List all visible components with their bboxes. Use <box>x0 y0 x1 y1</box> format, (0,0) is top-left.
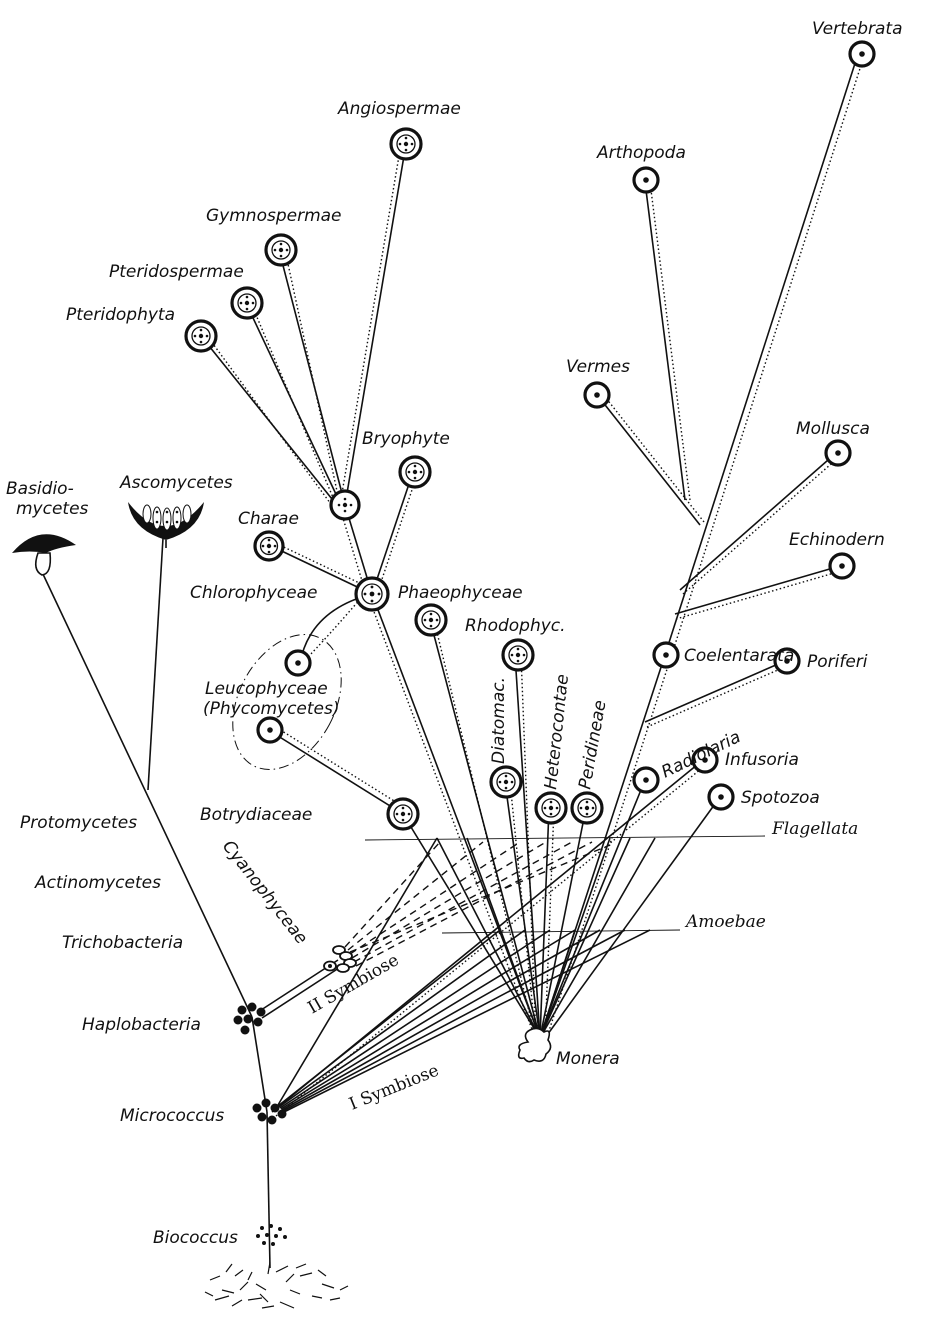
node-bryophyte <box>398 455 432 489</box>
node-cyanophyceae <box>323 945 357 973</box>
label-vertebrata: Vertebrata <box>812 19 903 39</box>
label-echinodern: Echinodern <box>789 530 885 550</box>
label-angiospermae: Angiospermae <box>337 99 461 119</box>
label-mollusca: Mollusca <box>796 419 870 439</box>
label-poriferi: Poriferi <box>807 652 868 672</box>
node-diatomac <box>489 765 523 799</box>
label-pteridospermae: Pteridospermae <box>109 262 244 282</box>
label-cyanophyceae: Cyanophyceae <box>218 837 311 948</box>
label-phycomycetes: (Phycomycetes) <box>203 699 340 719</box>
node-peridineae <box>570 791 604 825</box>
label-ascomycetes: Ascomycetes <box>119 473 233 493</box>
label-micrococcus: Micrococcus <box>120 1106 224 1126</box>
label-monera: Monera <box>556 1049 620 1069</box>
node-leucophyceae-upper <box>284 649 312 677</box>
label-peridineae: Peridineae <box>575 699 610 791</box>
node-vermes <box>583 381 611 409</box>
node-mollusca <box>824 439 852 467</box>
label-flagellata: Flagellata <box>771 819 858 839</box>
label-trichobacteria: Trichobacteria <box>62 933 183 953</box>
node-arthopoda <box>632 166 660 194</box>
node-rhodophyc <box>501 638 535 672</box>
node-coelentarata <box>652 641 680 669</box>
label-diatomac: Diatomac. <box>489 677 509 764</box>
label-symbiose-1: I Symbiose <box>346 1061 441 1115</box>
label-chlorophyceae: Chlorophyceae <box>190 583 317 603</box>
ascomycetes-cup <box>128 502 204 548</box>
node-vertebrata <box>848 40 876 68</box>
node-monera <box>517 1027 552 1063</box>
label-phaeophyceae: Phaeophyceae <box>398 583 523 603</box>
node-botrydiaceae <box>386 797 420 831</box>
node-chlorophyceae <box>354 576 390 612</box>
label-biococcus: Biococcus <box>153 1228 238 1248</box>
taxon-nodes <box>12 40 876 1309</box>
node-radiolaria <box>632 766 660 794</box>
node-gymnospermae <box>264 233 298 267</box>
node-phaeophyceae <box>414 603 448 637</box>
label-actinomycetes: Actinomycetes <box>34 873 161 893</box>
node-micrococcus <box>252 1098 287 1125</box>
node-branch-junction <box>329 489 361 521</box>
label-haplobacteria: Haplobacteria <box>82 1015 201 1035</box>
node-charae <box>253 530 285 562</box>
node-poriferi <box>773 647 801 675</box>
node-pteridophyta <box>184 319 218 353</box>
label-botrydiaceae: Botrydiaceae <box>200 805 312 825</box>
base-scribbles <box>204 1261 349 1309</box>
tree-branches <box>41 53 865 1269</box>
label-protomycetes: Protomycetes <box>20 813 137 833</box>
label-heterocontae: Heterocontae <box>541 673 573 790</box>
node-angiospermae <box>389 127 423 161</box>
node-phycomycetes <box>256 716 284 744</box>
node-infusoria <box>691 746 719 774</box>
node-haplobacteria <box>233 1002 266 1035</box>
label-charae: Charae <box>238 509 299 529</box>
label-arthopoda: Arthopoda <box>596 143 686 163</box>
label-vermes: Vermes <box>566 357 630 377</box>
node-heterocontae <box>534 791 568 825</box>
label-bryophyte: Bryophyte <box>362 429 450 449</box>
node-biococcus <box>256 1224 287 1246</box>
label-basidiomycetes-line1: Basidio- <box>6 479 74 499</box>
node-spotozoa <box>707 783 735 811</box>
taxon-labels: Vertebrata Arthopoda Vermes Mollusca Ech… <box>6 19 903 1248</box>
label-coelentarata: Coelentarata <box>684 646 794 666</box>
label-spotozoa: Spotozoa <box>741 788 820 808</box>
label-infusoria: Infusoria <box>725 750 799 770</box>
basidiomycetes-mushroom <box>12 534 76 576</box>
label-rhodophyc: Rhodophyc. <box>465 616 566 636</box>
label-basidiomycetes-line2: mycetes <box>16 499 89 519</box>
node-echinodern <box>828 552 856 580</box>
label-amoebae: Amoebae <box>684 912 766 932</box>
label-gymnospermae: Gymnospermae <box>206 206 342 226</box>
node-pteridospermae <box>230 286 264 320</box>
label-pteridophyta: Pteridophyta <box>66 305 175 325</box>
label-leucophyceae: Leucophyceae <box>205 679 328 699</box>
